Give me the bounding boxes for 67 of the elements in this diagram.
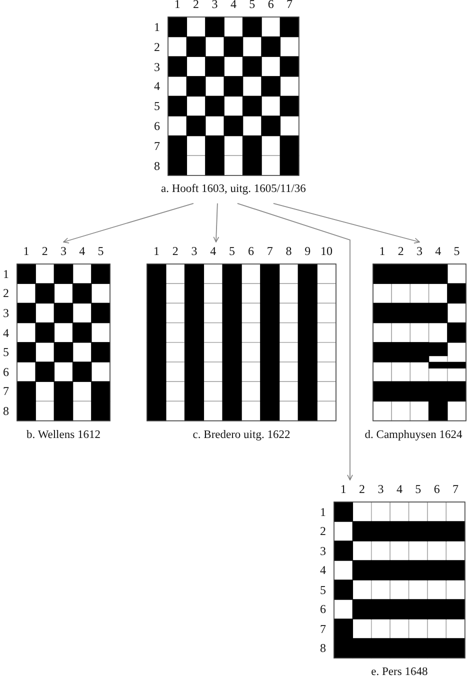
row-number: 2 bbox=[2, 286, 10, 300]
column-number: 4 bbox=[229, 0, 238, 11]
row-number: 5 bbox=[153, 99, 161, 114]
column-number: 4 bbox=[209, 244, 218, 258]
column-number: 2 bbox=[171, 244, 180, 258]
column-number: 2 bbox=[396, 244, 405, 258]
column-number: 1 bbox=[22, 244, 30, 258]
row-number: 6 bbox=[153, 118, 161, 133]
figure-caption: b. Wellens 1612 bbox=[26, 428, 100, 441]
column-number: 3 bbox=[210, 0, 219, 11]
column-number: 2 bbox=[358, 482, 366, 496]
row-number: 1 bbox=[2, 266, 10, 281]
column-number: 5 bbox=[228, 244, 236, 258]
column-number: 3 bbox=[376, 482, 385, 496]
column-number: 5 bbox=[248, 0, 256, 11]
row-number: 7 bbox=[153, 138, 161, 153]
column-number: 4 bbox=[395, 482, 404, 496]
column-number: 3 bbox=[190, 244, 198, 258]
arrow bbox=[237, 202, 353, 480]
figure-caption: e. Pers 1648 bbox=[371, 666, 428, 678]
column-number: 1 bbox=[152, 244, 160, 258]
column-number: 3 bbox=[60, 244, 68, 258]
row-number: 8 bbox=[319, 641, 327, 656]
row-number: 8 bbox=[2, 404, 10, 418]
row-number: 8 bbox=[153, 158, 161, 172]
column-number: 6 bbox=[246, 244, 255, 258]
column-number: 9 bbox=[304, 244, 312, 258]
column-number: 4 bbox=[78, 244, 86, 258]
column-number: 1 bbox=[378, 244, 386, 258]
column-number: 8 bbox=[284, 244, 293, 258]
row-number: 3 bbox=[319, 544, 327, 558]
row-number: 6 bbox=[319, 602, 327, 616]
column-number: 5 bbox=[452, 244, 461, 258]
row-number: 4 bbox=[153, 79, 161, 94]
row-number: 4 bbox=[319, 563, 327, 578]
row-number: 4 bbox=[2, 326, 10, 340]
row-number: 2 bbox=[153, 40, 161, 54]
arrow bbox=[63, 202, 194, 244]
arrow bbox=[273, 202, 420, 244]
row-number: 5 bbox=[319, 582, 327, 597]
row-number: 3 bbox=[153, 60, 161, 74]
column-number: 4 bbox=[434, 244, 442, 258]
row-number: 1 bbox=[153, 20, 161, 34]
row-number: 3 bbox=[2, 306, 10, 320]
column-number: 1 bbox=[173, 0, 182, 11]
column-number: 1 bbox=[339, 482, 348, 496]
row-number: 5 bbox=[2, 345, 10, 360]
figure-caption: a. Hooft 1603, uitg. 1605/11/36 bbox=[160, 183, 306, 196]
column-number: 6 bbox=[266, 0, 275, 11]
row-number: 1 bbox=[319, 504, 327, 519]
row-number: 7 bbox=[319, 622, 327, 636]
figure-caption: c. Bredero uitg. 1622 bbox=[192, 428, 290, 441]
column-number: 10 bbox=[320, 244, 334, 258]
row-number: 7 bbox=[2, 384, 10, 398]
column-number: 7 bbox=[266, 244, 274, 258]
column-number: 5 bbox=[96, 244, 105, 258]
column-number: 7 bbox=[452, 482, 460, 496]
column-number: 2 bbox=[192, 0, 200, 11]
figure-caption: d. Camphuysen 1624 bbox=[364, 428, 462, 441]
column-number: 2 bbox=[40, 244, 49, 258]
column-number: 7 bbox=[286, 0, 294, 11]
row-number: 6 bbox=[2, 364, 10, 379]
column-number: 6 bbox=[432, 482, 441, 496]
column-number: 3 bbox=[416, 244, 424, 258]
column-number: 5 bbox=[414, 482, 422, 496]
row-number: 2 bbox=[319, 524, 327, 538]
arrow bbox=[213, 202, 220, 242]
